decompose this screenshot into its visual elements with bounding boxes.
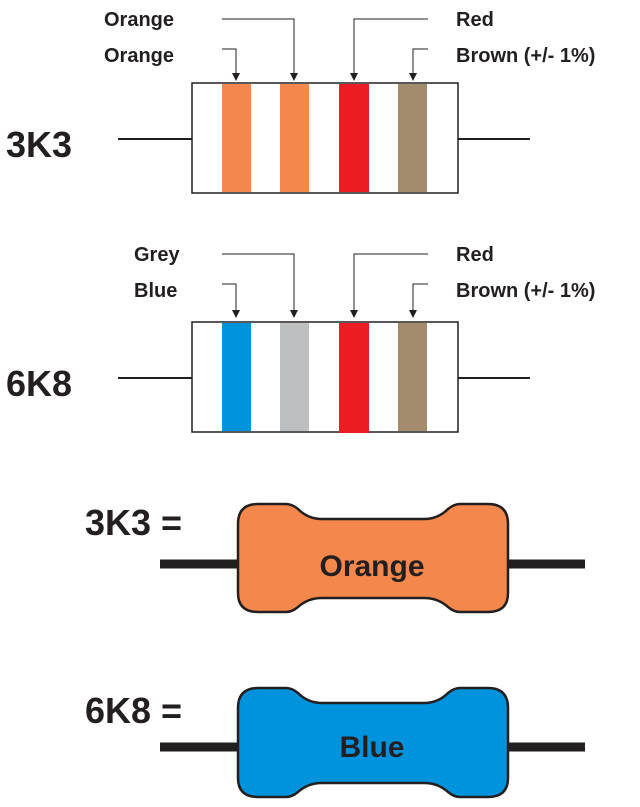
resistor-3k3-band-diagram: Orange Orange Red Brown (+/- 1%) 3K3: [6, 9, 595, 194]
band-1: [222, 84, 251, 192]
band-1: [222, 323, 251, 431]
dogbone-body: [236, 502, 510, 614]
band-4: [398, 84, 427, 192]
band-2: [280, 84, 309, 192]
leader-band-2: [222, 253, 298, 318]
band-3: [339, 323, 369, 433]
coded-color-name: Orange: [319, 550, 424, 583]
value-label: 6K8: [6, 363, 72, 404]
label-band-4: Brown (+/- 1%): [456, 280, 595, 302]
resistor-6k8-band-diagram: Grey Blue Red Brown (+/- 1%) 6K8: [6, 244, 595, 433]
leader-band-4: [409, 48, 428, 81]
coded-resistor-6k8: 6K8 = Blue: [85, 686, 585, 799]
band-4: [398, 323, 427, 431]
leader-band-3: [350, 253, 428, 318]
label-band-3: Red: [456, 9, 494, 31]
label-band-1: Orange: [104, 45, 174, 67]
coded-color-name: Blue: [339, 731, 404, 764]
leader-band-1: [222, 48, 240, 81]
label-band-4: Brown (+/- 1%): [456, 45, 595, 67]
label-band-1: Blue: [134, 280, 177, 302]
label-band-2: Orange: [104, 9, 174, 31]
coded-value-label: 3K3 =: [85, 502, 182, 543]
coded-value-label: 6K8 =: [85, 690, 182, 731]
label-band-3: Red: [456, 244, 494, 266]
leader-band-4: [409, 283, 428, 318]
value-label: 3K3: [6, 124, 72, 165]
band-3: [339, 84, 369, 192]
leader-band-3: [350, 18, 428, 81]
leader-band-1: [222, 283, 240, 318]
coded-resistor-3k3: 3K3 = Orange: [85, 502, 585, 614]
label-band-2: Grey: [134, 244, 180, 266]
band-2: [280, 323, 309, 431]
leader-band-2: [222, 18, 298, 81]
dogbone-body: [236, 686, 510, 799]
